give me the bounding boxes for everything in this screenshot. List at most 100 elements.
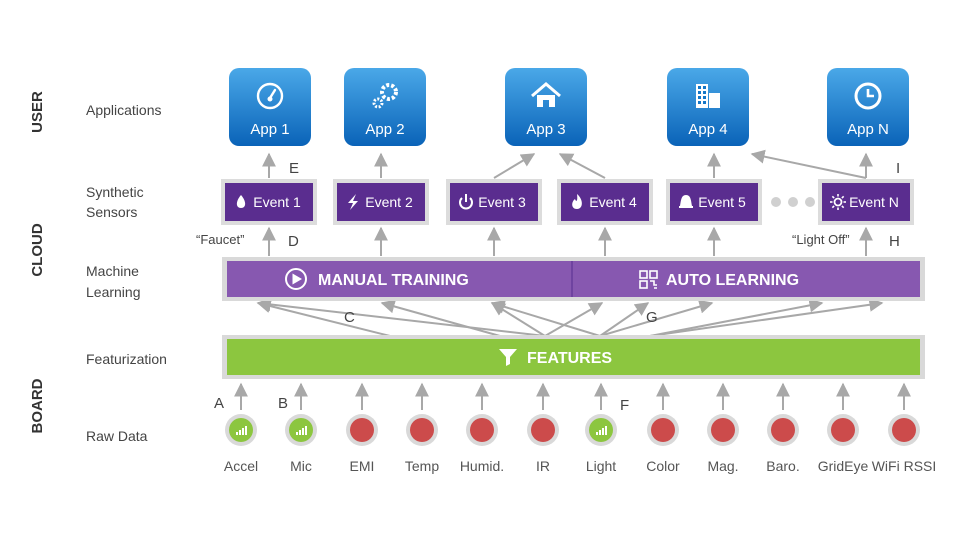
sensor-label: Mic bbox=[290, 458, 312, 474]
manual-training-label: MANUAL TRAINING bbox=[318, 272, 469, 289]
flow-arrow bbox=[558, 153, 606, 179]
app-label: App 2 bbox=[365, 121, 404, 138]
lightning-icon bbox=[348, 194, 358, 210]
sensor-label: IR bbox=[536, 458, 550, 474]
event-box[interactable]: Event 4 bbox=[557, 179, 653, 225]
sensor-node: WiFi RSSI bbox=[872, 414, 937, 474]
flow-arrow bbox=[649, 298, 824, 337]
gears-icon bbox=[372, 83, 398, 109]
sensor-node: EMI bbox=[346, 414, 378, 474]
sensor-label: Baro. bbox=[766, 458, 799, 474]
event-box[interactable]: Event 3 bbox=[446, 179, 542, 225]
bar-chart-icon bbox=[596, 426, 607, 435]
event-label: Event 3 bbox=[478, 194, 526, 210]
tier-user-label: USER bbox=[29, 91, 46, 133]
ellipsis-dots bbox=[771, 197, 815, 207]
sensor-label: Light bbox=[586, 458, 616, 474]
sensor-node: Humid. bbox=[460, 414, 504, 474]
app-tile[interactable]: App N bbox=[827, 68, 909, 146]
flow-arrow bbox=[256, 297, 546, 337]
row-label-synthetic-2: Sensors bbox=[86, 204, 137, 220]
row-label-synthetic-1: Synthetic bbox=[86, 184, 144, 200]
bar-chart-icon bbox=[236, 426, 247, 435]
app-tile[interactable]: App 1 bbox=[229, 68, 311, 146]
tier-board-label: BOARD bbox=[29, 378, 46, 433]
features-label: FEATURES bbox=[527, 350, 612, 367]
flow-arrow bbox=[750, 149, 867, 179]
annotation-faucet: “Faucet” bbox=[196, 232, 244, 247]
app-tile[interactable]: App 3 bbox=[505, 68, 587, 146]
features-bar: FEATURES bbox=[222, 335, 925, 379]
sensor-label: EMI bbox=[350, 458, 375, 474]
sensor-label: GridEye bbox=[818, 458, 869, 474]
sensor-label: Color bbox=[646, 458, 680, 474]
annotation-light-off: “Light Off” bbox=[792, 232, 850, 247]
flow-arrow bbox=[544, 302, 604, 337]
sensor-label: WiFi RSSI bbox=[872, 458, 937, 474]
annotation-b: B bbox=[278, 395, 288, 412]
event-box[interactable]: Event 1 bbox=[221, 179, 317, 225]
flow-arrow bbox=[380, 299, 501, 337]
droplet-icon bbox=[236, 195, 246, 208]
flow-arrow bbox=[490, 299, 601, 337]
annotation-e: E bbox=[289, 160, 299, 177]
gauge-icon bbox=[256, 82, 284, 110]
buildings-icon bbox=[696, 84, 720, 108]
event-box[interactable]: Event 5 bbox=[666, 179, 762, 225]
clock-icon bbox=[854, 82, 882, 110]
app-label: App 3 bbox=[526, 121, 565, 138]
annotation-g: G bbox=[646, 309, 658, 326]
annotation-h: H bbox=[889, 233, 900, 250]
sensor-node: GridEye bbox=[818, 414, 869, 474]
row-label-raw-data: Raw Data bbox=[86, 428, 148, 444]
power-icon bbox=[459, 194, 473, 210]
app-tile[interactable]: App 4 bbox=[667, 68, 749, 146]
annotation-i: I bbox=[896, 160, 900, 177]
flame-icon bbox=[572, 194, 582, 209]
app-row: App 1 App 2 App 3 App 4 App N bbox=[229, 68, 909, 146]
event-row: Event 1 Event 2 Event 3 Event 4 Event 5 Event… bbox=[221, 179, 914, 225]
event-label: Event 1 bbox=[253, 194, 301, 210]
sensor-label: Mag. bbox=[707, 458, 738, 474]
event-label: Event N bbox=[849, 194, 899, 210]
home-icon bbox=[531, 82, 561, 107]
sensor-node: Mic bbox=[285, 414, 317, 474]
app-label: App N bbox=[847, 121, 889, 138]
sensor-node: Light bbox=[585, 414, 617, 474]
sensor-label: Humid. bbox=[460, 458, 504, 474]
row-label-ml-1: Machine bbox=[86, 263, 139, 279]
row-label-featurization: Featurization bbox=[86, 351, 167, 367]
auto-learning-label: AUTO LEARNING bbox=[666, 272, 799, 289]
flow-arrow bbox=[493, 153, 536, 179]
sun-icon bbox=[830, 194, 846, 210]
event-box[interactable]: Event N bbox=[818, 179, 914, 225]
bell-icon bbox=[679, 195, 693, 208]
sensor-label: Accel bbox=[224, 458, 258, 474]
flow-arrow bbox=[649, 297, 884, 337]
app-tile[interactable]: App 2 bbox=[344, 68, 426, 146]
row-label-ml-2: Learning bbox=[86, 284, 141, 300]
app-label: App 4 bbox=[688, 121, 727, 138]
annotation-d: D bbox=[288, 233, 299, 250]
row-label-applications: Applications bbox=[86, 102, 162, 118]
annotation-a: A bbox=[214, 395, 224, 412]
sensor-node: Mag. bbox=[707, 414, 739, 474]
event-box[interactable]: Event 2 bbox=[333, 179, 429, 225]
sensor-node: Accel bbox=[224, 414, 258, 474]
sensor-node: Temp bbox=[405, 414, 439, 474]
tier-cloud-label: CLOUD bbox=[29, 223, 46, 276]
arrow-layer bbox=[234, 149, 911, 410]
flow-arrow bbox=[256, 299, 391, 337]
ml-bar: MANUAL TRAINING AUTO LEARNING bbox=[222, 257, 925, 301]
flow-arrow bbox=[599, 302, 650, 337]
funnel-icon bbox=[499, 349, 517, 366]
app-label: App 1 bbox=[250, 121, 289, 138]
event-label: Event 4 bbox=[589, 194, 637, 210]
sensor-node: Color bbox=[646, 414, 680, 474]
sensor-node: Baro. bbox=[766, 414, 800, 474]
qr-icon bbox=[639, 270, 658, 289]
flow-arrow bbox=[599, 299, 714, 337]
